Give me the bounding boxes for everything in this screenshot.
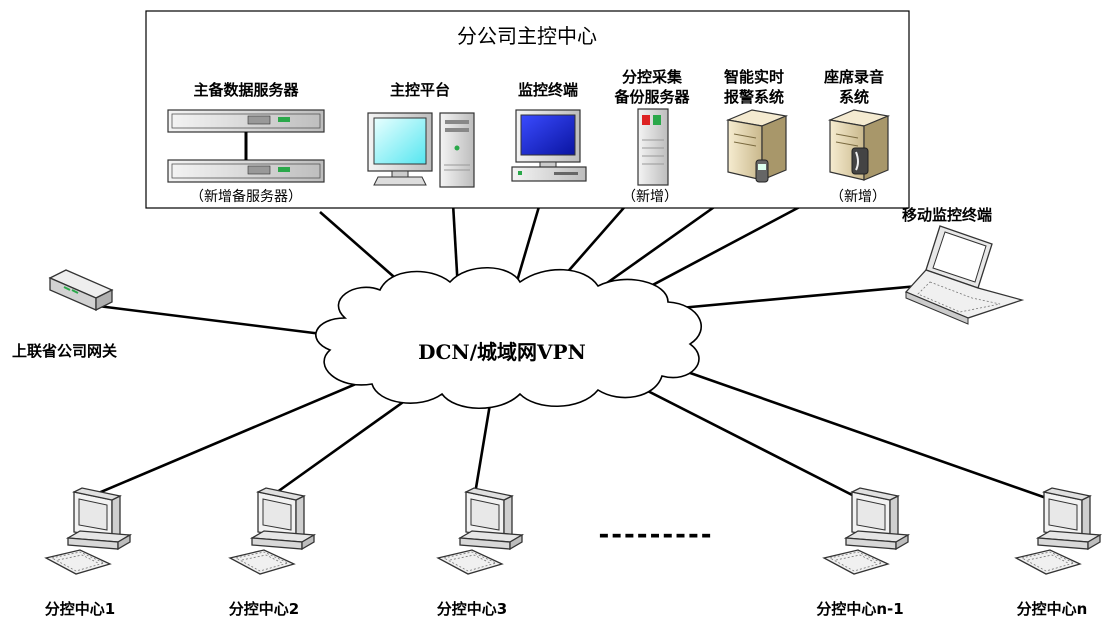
cloud-label: DCN/城域网VPN xyxy=(418,340,586,364)
backup-server-label-line2: 备份服务器 xyxy=(614,88,690,106)
db-server-note: （新增备服务器） xyxy=(190,189,302,205)
gateway-label: 上联省公司网关 xyxy=(12,342,118,360)
branch-label-n: 分控中心n xyxy=(1016,600,1088,618)
mobile-terminal-label: 移动监控终端 xyxy=(902,206,993,224)
branch-pc-2-icon xyxy=(229,487,315,575)
network-cloud xyxy=(315,266,702,410)
monitor-terminal-icon xyxy=(511,109,587,182)
backup-server-note: （新增） xyxy=(622,189,678,205)
branch-label-1: 分控中心1 xyxy=(44,600,116,618)
db-server-label: 主备数据服务器 xyxy=(193,81,299,99)
alarm-system-label-line2: 报警系统 xyxy=(723,88,785,106)
ellipsis: --------- xyxy=(598,520,714,550)
monitor-terminal-label: 监控终端 xyxy=(517,81,579,99)
branch-label-2: 分控中心2 xyxy=(228,600,300,618)
main-platform-icon xyxy=(367,112,475,188)
gateway-router-icon xyxy=(48,269,114,312)
recording-system-label-line2: 系统 xyxy=(838,88,870,106)
branch-pc-3-icon xyxy=(437,487,523,575)
db-server-icon xyxy=(167,109,325,183)
recording-system-note: （新增） xyxy=(830,189,886,205)
laptop-icon xyxy=(904,225,1025,325)
backup-server-icon xyxy=(637,108,669,186)
branch-label-n-1: 分控中心n-1 xyxy=(816,600,904,618)
branch-pc-n-1-icon xyxy=(823,487,909,575)
alarm-server-icon xyxy=(725,109,789,183)
branch-pc-n-icon xyxy=(1015,487,1101,575)
branch-pc-1-icon xyxy=(45,487,131,575)
backup-server-label-line1: 分控采集 xyxy=(621,68,683,86)
main-platform-label: 主控平台 xyxy=(389,81,451,99)
alarm-system-label-line1: 智能实时 xyxy=(723,68,785,86)
center-box-title: 分公司主控中心 xyxy=(457,24,597,48)
recording-system-label-line1: 座席录音 xyxy=(823,68,885,86)
recording-server-icon xyxy=(827,109,891,181)
branch-label-3: 分控中心3 xyxy=(436,600,508,618)
